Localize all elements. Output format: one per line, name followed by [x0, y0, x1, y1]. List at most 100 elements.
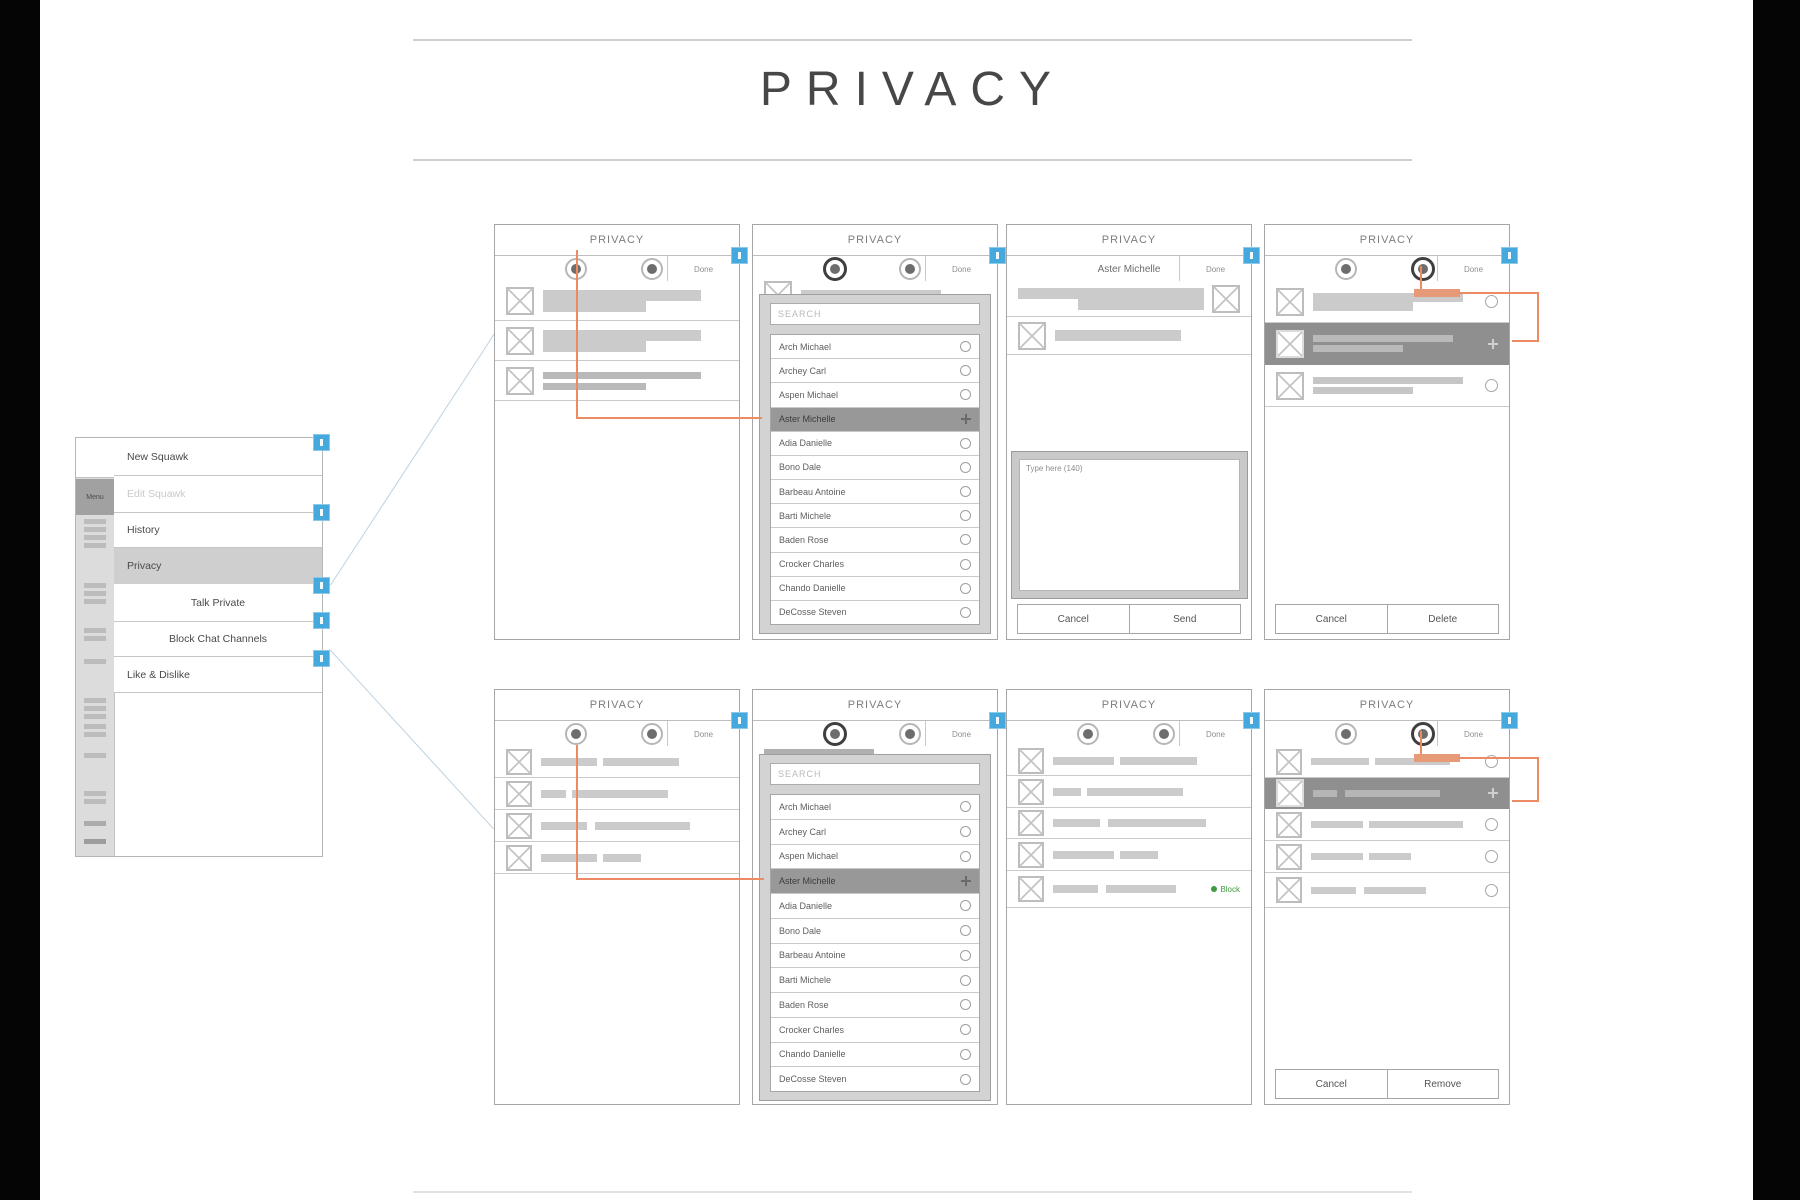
person-row[interactable]: Barti Michele: [771, 967, 979, 992]
radio-icon[interactable]: [960, 900, 971, 912]
people-toggle-icon[interactable]: [1335, 723, 1357, 745]
radio-icon[interactable]: [960, 534, 971, 546]
channel-checkbox[interactable]: [506, 748, 532, 775]
done-button[interactable]: Done: [1179, 721, 1251, 747]
remove-button[interactable]: Remove: [1386, 1070, 1499, 1098]
menu-item-edit-squawk[interactable]: Edit Squawk: [114, 476, 322, 513]
avatar-placeholder-checkbox[interactable]: [1212, 284, 1240, 313]
rail-menu-tab[interactable]: Menu: [76, 479, 114, 515]
person-row[interactable]: Archey Carl: [771, 818, 979, 844]
people-toggle-icon[interactable]: [823, 722, 847, 746]
person-row[interactable]: [1265, 365, 1509, 407]
people-toggle-icon[interactable]: [1077, 723, 1099, 745]
channel-row[interactable]: [1007, 776, 1251, 808]
channels-toggle-icon[interactable]: [641, 723, 663, 745]
radio-icon[interactable]: [960, 1048, 971, 1060]
avatar-placeholder-checkbox[interactable]: [506, 366, 534, 395]
channel-row[interactable]: [495, 810, 739, 842]
person-row[interactable]: Bono Dale: [771, 454, 979, 479]
menu-item-new-squawk[interactable]: New Squawk: [114, 438, 322, 476]
menu-item-block-chat-channels[interactable]: Block Chat Channels: [114, 622, 322, 657]
channel-checkbox[interactable]: [1276, 748, 1302, 775]
channels-toggle-icon[interactable]: [641, 258, 663, 280]
radio-icon[interactable]: [960, 461, 971, 473]
person-row[interactable]: DeCosse Steven: [771, 1066, 979, 1091]
message-row[interactable]: [1007, 317, 1251, 355]
done-button[interactable]: Done: [1437, 256, 1509, 282]
radio-icon[interactable]: [960, 801, 971, 813]
avatar-placeholder-checkbox[interactable]: [1276, 329, 1304, 358]
cancel-button[interactable]: Cancel: [1057, 613, 1089, 625]
person-row[interactable]: Archey Carl: [771, 358, 979, 382]
person-row[interactable]: Baden Rose: [771, 527, 979, 551]
radio-icon[interactable]: [1485, 755, 1498, 768]
radio-icon[interactable]: [960, 365, 971, 377]
channel-row[interactable]: [495, 746, 739, 778]
channel-row[interactable]: Block: [1007, 871, 1251, 908]
person-row-selected[interactable]: Aster Michelle: [771, 406, 979, 431]
radio-icon[interactable]: [960, 582, 971, 594]
channel-checkbox[interactable]: [1018, 841, 1044, 868]
channels-toggle-icon[interactable]: [899, 258, 921, 280]
channel-row[interactable]: [1007, 746, 1251, 776]
menu-item-talk-private[interactable]: Talk Private: [114, 584, 322, 622]
radio-icon[interactable]: [960, 558, 971, 570]
person-row-selected[interactable]: [1265, 323, 1509, 365]
person-row[interactable]: Chando Danielle: [771, 1041, 979, 1067]
done-button[interactable]: Done: [667, 721, 739, 747]
cancel-button[interactable]: Cancel: [1315, 613, 1347, 625]
people-toggle-icon[interactable]: [1335, 258, 1357, 280]
channel-checkbox[interactable]: [506, 844, 532, 871]
channel-checkbox[interactable]: [1276, 779, 1304, 807]
radio-icon[interactable]: [960, 974, 971, 986]
person-row[interactable]: Crocker Charles: [771, 1016, 979, 1042]
avatar-placeholder-checkbox[interactable]: [1018, 321, 1046, 350]
person-row[interactable]: DeCosse Steven: [771, 599, 979, 624]
radio-icon[interactable]: [960, 850, 971, 862]
channel-checkbox[interactable]: [1276, 877, 1302, 903]
person-row[interactable]: Aspen Michael: [771, 382, 979, 406]
radio-icon[interactable]: [960, 341, 971, 353]
channel-row-selected[interactable]: [1265, 778, 1509, 809]
channel-checkbox[interactable]: [506, 812, 532, 839]
channel-row[interactable]: [1265, 841, 1509, 873]
menu-item-history[interactable]: History: [114, 513, 322, 548]
person-row[interactable]: [495, 361, 739, 401]
person-row[interactable]: Chando Danielle: [771, 575, 979, 600]
channels-toggle-icon[interactable]: [1411, 257, 1435, 281]
channel-row[interactable]: [1265, 873, 1509, 908]
radio-icon[interactable]: [960, 1024, 971, 1036]
person-row[interactable]: Arch Michael: [771, 795, 979, 819]
people-toggle-icon[interactable]: [565, 723, 587, 745]
person-row[interactable]: Arch Michael: [771, 335, 979, 358]
done-button[interactable]: Done: [925, 721, 997, 747]
channel-checkbox[interactable]: [1018, 810, 1044, 836]
person-row[interactable]: [495, 281, 739, 321]
people-toggle-icon[interactable]: [823, 257, 847, 281]
radio-icon[interactable]: [960, 999, 971, 1011]
channel-row[interactable]: [495, 778, 739, 810]
channel-checkbox[interactable]: [1018, 778, 1044, 805]
person-row[interactable]: Aspen Michael: [771, 843, 979, 869]
person-row[interactable]: Barti Michele: [771, 503, 979, 527]
search-input[interactable]: [770, 303, 980, 325]
channels-toggle-icon[interactable]: [1153, 723, 1175, 745]
done-button[interactable]: Done: [667, 256, 739, 282]
person-row[interactable]: [1265, 281, 1509, 323]
radio-icon[interactable]: [960, 510, 971, 522]
radio-icon[interactable]: [960, 826, 971, 838]
radio-icon[interactable]: [960, 949, 971, 961]
radio-icon[interactable]: [960, 437, 971, 449]
person-row[interactable]: Crocker Charles: [771, 551, 979, 576]
person-row[interactable]: Barbeau Antoine: [771, 479, 979, 503]
channel-row[interactable]: [1007, 839, 1251, 871]
radio-icon[interactable]: [960, 925, 971, 937]
person-row[interactable]: Baden Rose: [771, 992, 979, 1017]
message-row[interactable]: [1007, 281, 1251, 317]
channel-checkbox[interactable]: [506, 780, 532, 807]
person-row-selected[interactable]: Aster Michelle: [771, 868, 979, 893]
person-row[interactable]: Adia Danielle: [771, 430, 979, 455]
channel-checkbox[interactable]: [1276, 843, 1302, 870]
message-textarea[interactable]: [1019, 459, 1240, 591]
done-button[interactable]: Done: [1179, 256, 1251, 282]
